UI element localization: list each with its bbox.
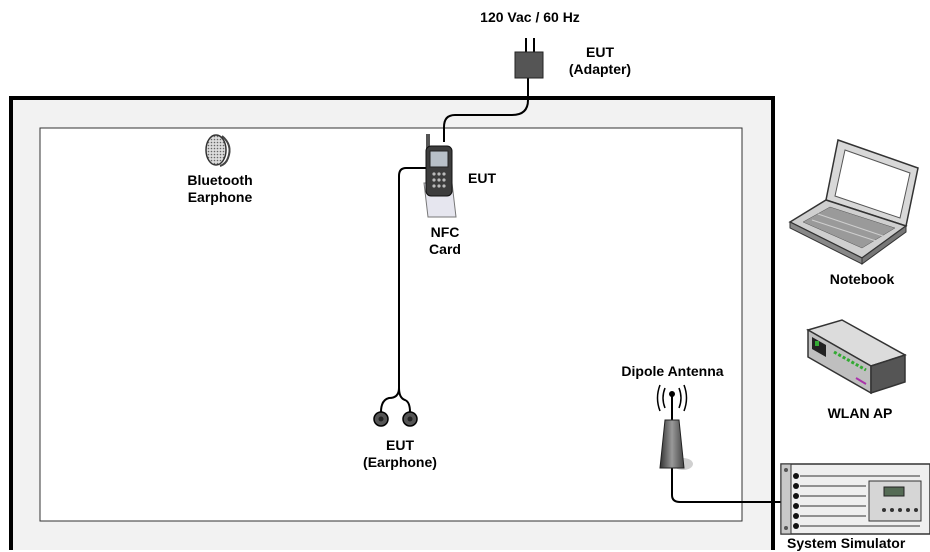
power-source-label: 120 Vac / 60 Hz [480,9,580,25]
router-icon [806,319,907,395]
adapter-label-line2: (Adapter) [568,61,632,77]
earphone-label: EUT (Earphone) [345,437,455,471]
phone-icon [425,134,453,197]
system-simulator-label: System Simulator [787,535,906,551]
nfc-label-line1: NFC [430,224,460,240]
earphone-cable [380,167,430,413]
earphone-label-line1: EUT [386,437,414,453]
dipole-antenna-label: Dipole Antenna [621,363,724,379]
bluetooth-earphone-icon [205,134,231,167]
simulator-icon [780,463,930,535]
wlan-ap-label: WLAN AP [827,405,893,421]
adapter-label: EUT (Adapter) [545,44,655,78]
adapter-cable [443,78,529,142]
bluetooth-label-line1: Bluetooth [187,172,253,188]
nfc-card-label: NFC Card [420,224,470,258]
notebook-label: Notebook [829,271,895,287]
earphone-icon [373,411,418,427]
antenna-cable [671,468,782,503]
antenna-icon [656,384,693,470]
nfc-label-line2: Card [429,241,461,257]
bluetooth-label-line2: Earphone [187,189,253,205]
phone-label: EUT [468,170,496,186]
laptop-icon [788,139,919,265]
bluetooth-earphone-label: Bluetooth Earphone [165,172,275,206]
adapter-label-line1: EUT [586,44,614,60]
plug-icon [514,38,544,79]
earphone-label-line2: (Earphone) [363,454,437,470]
chamber-inner-area [39,127,743,522]
